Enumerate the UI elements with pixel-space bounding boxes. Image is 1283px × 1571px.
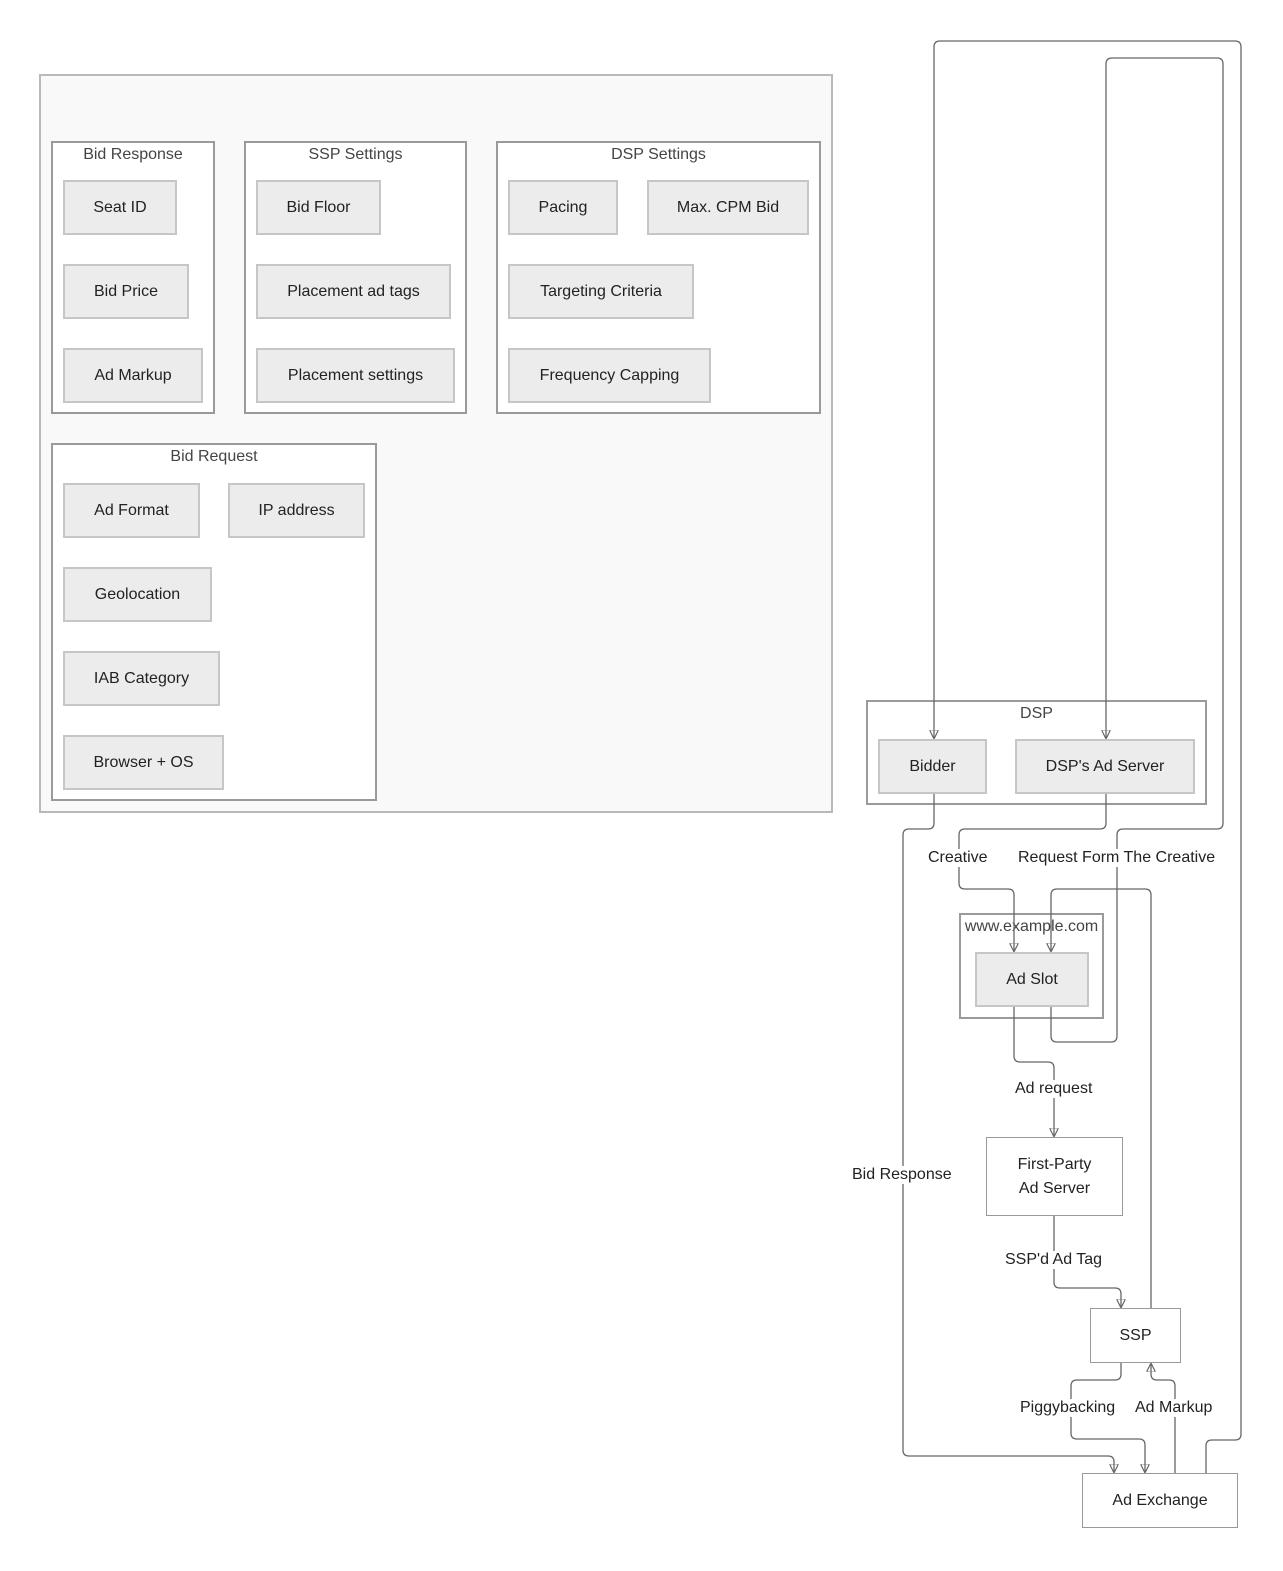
dsp-settings-title: DSP Settings (611, 146, 706, 163)
ad-exchange-node: Ad Exchange (1082, 1473, 1238, 1528)
edge-label-ad-markup: Ad Markup (1133, 1399, 1215, 1417)
placement-ad-tags-node: Placement ad tags (256, 264, 451, 319)
dsp-title: DSP (1020, 705, 1053, 722)
geolocation-node: Geolocation (63, 567, 212, 622)
bid-price-node: Bid Price (63, 264, 189, 319)
bid-floor-node: Bid Floor (256, 180, 381, 235)
edge-ssp-to-exchange (1070, 1363, 1145, 1472)
edge-label-creative: Creative (926, 849, 990, 867)
first-party-ad-server-node: First-Party Ad Server (986, 1137, 1123, 1216)
ssp-node: SSP (1090, 1308, 1181, 1363)
ad-slot-node: Ad Slot (975, 952, 1089, 1007)
first-party-ad-server-line1: First-Party (1017, 1155, 1092, 1173)
iab-category-node: IAB Category (63, 651, 220, 706)
frequency-capping-node: Frequency Capping (508, 348, 711, 403)
ip-address-node: IP address (228, 483, 365, 538)
site-title: www.example.com (964, 918, 1099, 935)
edge-bidder-to-exchange (902, 794, 1114, 1472)
ssp-settings-title: SSP Settings (308, 146, 403, 163)
edge-label-piggybacking: Piggybacking (1018, 1399, 1118, 1417)
edge-slot-to-dsp-ad-server (1050, 57, 1224, 1043)
browser-os-node: Browser + OS (63, 735, 224, 790)
edge-label-ad-request: Ad request (1013, 1080, 1095, 1098)
bid-response-title: Bid Response (83, 146, 183, 163)
max-cpm-bid-node: Max. CPM Bid (647, 180, 809, 235)
edge-slot-to-first-party (1013, 1007, 1054, 1136)
ad-format-node: Ad Format (63, 483, 200, 538)
edge-label-ssp-ad-tag: SSP'd Ad Tag (1003, 1251, 1105, 1269)
placement-settings-node: Placement settings (256, 348, 455, 403)
bid-request-title: Bid Request (170, 448, 258, 465)
bidder-node: Bidder (878, 739, 987, 794)
edge-label-request-creative: Request Form The Creative (1016, 849, 1218, 867)
first-party-ad-server-line2: Ad Server (1018, 1179, 1091, 1197)
pacing-node: Pacing (508, 180, 618, 235)
targeting-criteria-node: Targeting Criteria (508, 264, 694, 319)
edge-label-bid-response: Bid Response (850, 1166, 954, 1184)
dsp-ad-server-node: DSP's Ad Server (1015, 739, 1195, 794)
edge-exchange-to-ssp (1151, 1364, 1176, 1473)
seat-id-node: Seat ID (63, 180, 177, 235)
ad-markup-node: Ad Markup (63, 348, 203, 403)
